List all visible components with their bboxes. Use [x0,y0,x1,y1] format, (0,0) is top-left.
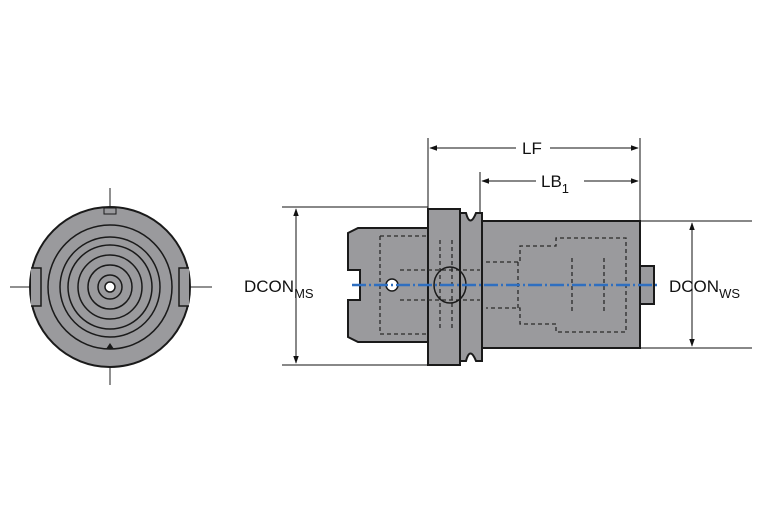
end-view-notch-bottom [106,343,114,349]
end-view-ring-4 [77,254,143,320]
lb1-label: LB1 [541,172,569,196]
dcon-ms-label: DCONMS [244,277,314,301]
end-view-key-top [103,207,117,215]
flange-groove [459,212,483,362]
end-view-drive-slot-right [178,267,189,307]
dim-dcon-ms: DCONMS [244,208,314,364]
dim-lf: LF [429,139,639,158]
end-view-ring-2 [59,236,161,338]
end-view-ring-6 [97,274,123,300]
dim-lb1: LB1 [481,172,639,196]
flange [427,208,461,366]
end-view-drive-slot-left [31,267,42,307]
end-view-ring-5 [87,264,133,310]
side-view [347,208,660,366]
dcon-ws-label: DCONWS [669,277,740,301]
end-view-bore [104,281,116,293]
lf-label: LF [522,139,542,158]
dim-dcon-ws: DCONWS [669,222,740,347]
end-view-ring-3 [67,244,153,330]
end-view [10,188,212,385]
dimension-lines [282,138,752,366]
